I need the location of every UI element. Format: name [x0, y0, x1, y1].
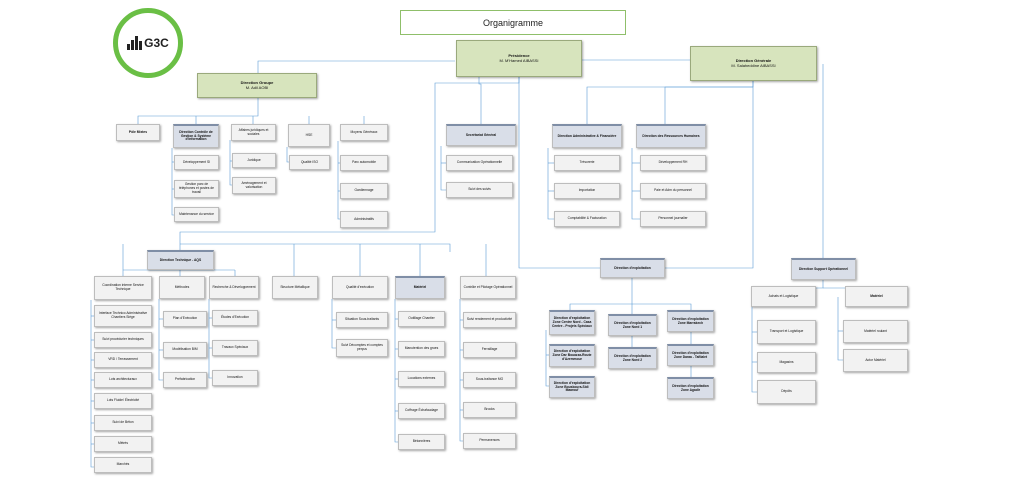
methodes-item: Préfabrication	[163, 372, 207, 388]
drh-header: Direction des Ressources Humaines	[636, 124, 706, 148]
moyens-item: Administratifs	[340, 211, 388, 228]
secretariat-header: Secrétariat Général	[446, 124, 516, 146]
controle-pilotage-item: Suivi rendement et productivité	[463, 312, 516, 328]
qualite-item: Suivi Décomptes et comptes perçus	[336, 339, 388, 357]
secretariat-item: Suivi des suivis	[446, 182, 513, 198]
drh-item: Paie et Adm du personnel	[640, 183, 706, 199]
daf-item: Trésorerie	[554, 155, 620, 171]
exploitation-zone: Direction d'exploitation Zone Nord 1	[608, 314, 657, 336]
technique-col1-item: Marchés	[94, 457, 152, 473]
support-header: Direction Support Opérationnel	[791, 258, 856, 280]
materiel-item: Coffrage Échafaudage	[398, 403, 445, 419]
exploitation-zone: Direction d'exploitation Zone Daraa - Ta…	[667, 344, 714, 366]
exploitation-zone: Direction d'exploitation Zone Agadir	[667, 377, 714, 399]
technique-col1-item: VRD / Terrassement	[94, 352, 152, 368]
logo-text: G3C	[144, 36, 169, 50]
hse-header: HSE	[288, 124, 330, 147]
materiel-item: Manutention des grues	[398, 341, 445, 357]
technique-col1-item: Lots architecturaux	[94, 372, 152, 388]
exploitation-zone: Direction d'exploitation Zone Dar Bouazz…	[549, 344, 595, 367]
pole-mixtes-box: Pôle Mixtes	[116, 124, 160, 141]
moyens-item: Gardiennage	[340, 183, 388, 199]
exploitation-zone: Direction d'exploitation Zone Nord 2	[608, 347, 657, 369]
exploitation-zone: Direction d'exploitation Zone Bouskoura-…	[549, 376, 595, 398]
recherche-item: Innovation	[212, 370, 258, 386]
achats-header: Achats et Logistique	[751, 286, 816, 307]
moyens-header: Moyens Généraux	[340, 124, 388, 141]
affaires-item: Juridique	[232, 153, 276, 168]
recherche-item: Études d'Exécution	[212, 310, 258, 326]
technique-col1-item: Coordination interne Service Technique	[94, 276, 152, 300]
presidence-name: M. M'Hamed AIBASSI	[499, 57, 539, 63]
direction-generale-name: M. Salaheddine AIBASSI	[731, 62, 776, 68]
support-materiel-item: Actor Matériel	[843, 349, 908, 372]
technique-col1-item: Métrés	[94, 436, 152, 452]
controle-pilotage-item: Ferraillage	[463, 342, 516, 358]
recherche-header: Recherche & Développement	[209, 276, 259, 299]
technique-header: Direction Technique - AQS	[147, 250, 214, 270]
qualite-item: Situation Sous-traitants	[336, 312, 388, 328]
achats-item: Transport et Logistique	[757, 320, 816, 344]
affaires-item: Aménagement et valorisation	[232, 177, 276, 194]
technique-col1-item: Suivi procédurier techniques	[94, 332, 152, 348]
qualite-header: Qualité d'exécution	[332, 276, 388, 299]
materiel-item: Outillage Chantier	[398, 311, 445, 327]
presidence-title: Présidence	[508, 52, 530, 58]
achats-item: Dépôts	[757, 380, 816, 404]
controle-item: Développement SI	[174, 155, 219, 170]
daf-item: Comptabilité & Facturation	[554, 211, 620, 227]
structure-metallique-box: Structure Métallique	[272, 276, 318, 299]
controle-pilotage-item: Brooks	[463, 402, 516, 418]
controle-pilotage-item: Permanences	[463, 433, 516, 449]
page-title: Organigramme	[400, 10, 626, 35]
building-icon	[127, 36, 143, 50]
daf-item: Importation	[554, 183, 620, 199]
technique-col1-item: Lots Fluide/ Électricité	[94, 393, 152, 409]
recherche-item: Travaux Spéciaux	[212, 340, 258, 356]
methodes-item: Modélisation BIM	[163, 342, 207, 358]
controle-item: Maintenance du service	[174, 207, 219, 222]
materiel-header: Matériel	[395, 276, 445, 299]
drh-item: Développement RH	[640, 155, 706, 171]
controle-pilotage-header: Contrôle et Pilotage Opérationnel	[460, 276, 516, 299]
controle-item: Gestion parc de téléphones et postes de …	[174, 180, 219, 198]
moyens-item: Parc automobile	[340, 155, 388, 171]
technique-col1-item: Suivi de Béton	[94, 415, 152, 431]
hse-item: Qualité ISO	[289, 155, 330, 170]
exploitation-header: Direction d'exploitation	[600, 258, 665, 278]
drh-item: Personnel journalier	[640, 211, 706, 227]
controle-pilotage-item: Sous-traitance MO	[463, 372, 516, 388]
controle-gestion-header: Direction Contrôle de Gestion & Système …	[173, 124, 219, 148]
support-materiel-header: Matériel	[845, 286, 908, 307]
support-materiel-item: Matériel roulant	[843, 320, 908, 343]
affaires-header: Affaires juridiques et sociales	[231, 124, 276, 141]
direction-groupe-title: Direction Groupe	[240, 79, 274, 85]
company-logo: G3C	[113, 8, 183, 78]
methodes-item: Plan d'Exécution	[163, 311, 207, 327]
direction-groupe-name: M. Adil AOBI	[245, 84, 269, 90]
materiel-item: Locations externes	[398, 371, 445, 387]
exploitation-zone: Direction d'exploitation Zone Centre Nor…	[549, 310, 595, 335]
materiel-item: Bétonnières	[398, 434, 445, 450]
direction-generale-title: Direction Générale	[735, 57, 772, 63]
daf-header: Direction Administrative & Financière	[552, 124, 622, 148]
exploitation-zone: Direction d'exploitation Zone Marrakech	[667, 310, 714, 332]
secretariat-item: Communication Opérationnelle	[446, 155, 513, 171]
methodes-header: Méthodes	[159, 276, 205, 299]
achats-item: Magasins	[757, 352, 816, 373]
technique-col1-item: Interface Technico Administrative Chanti…	[94, 305, 152, 327]
